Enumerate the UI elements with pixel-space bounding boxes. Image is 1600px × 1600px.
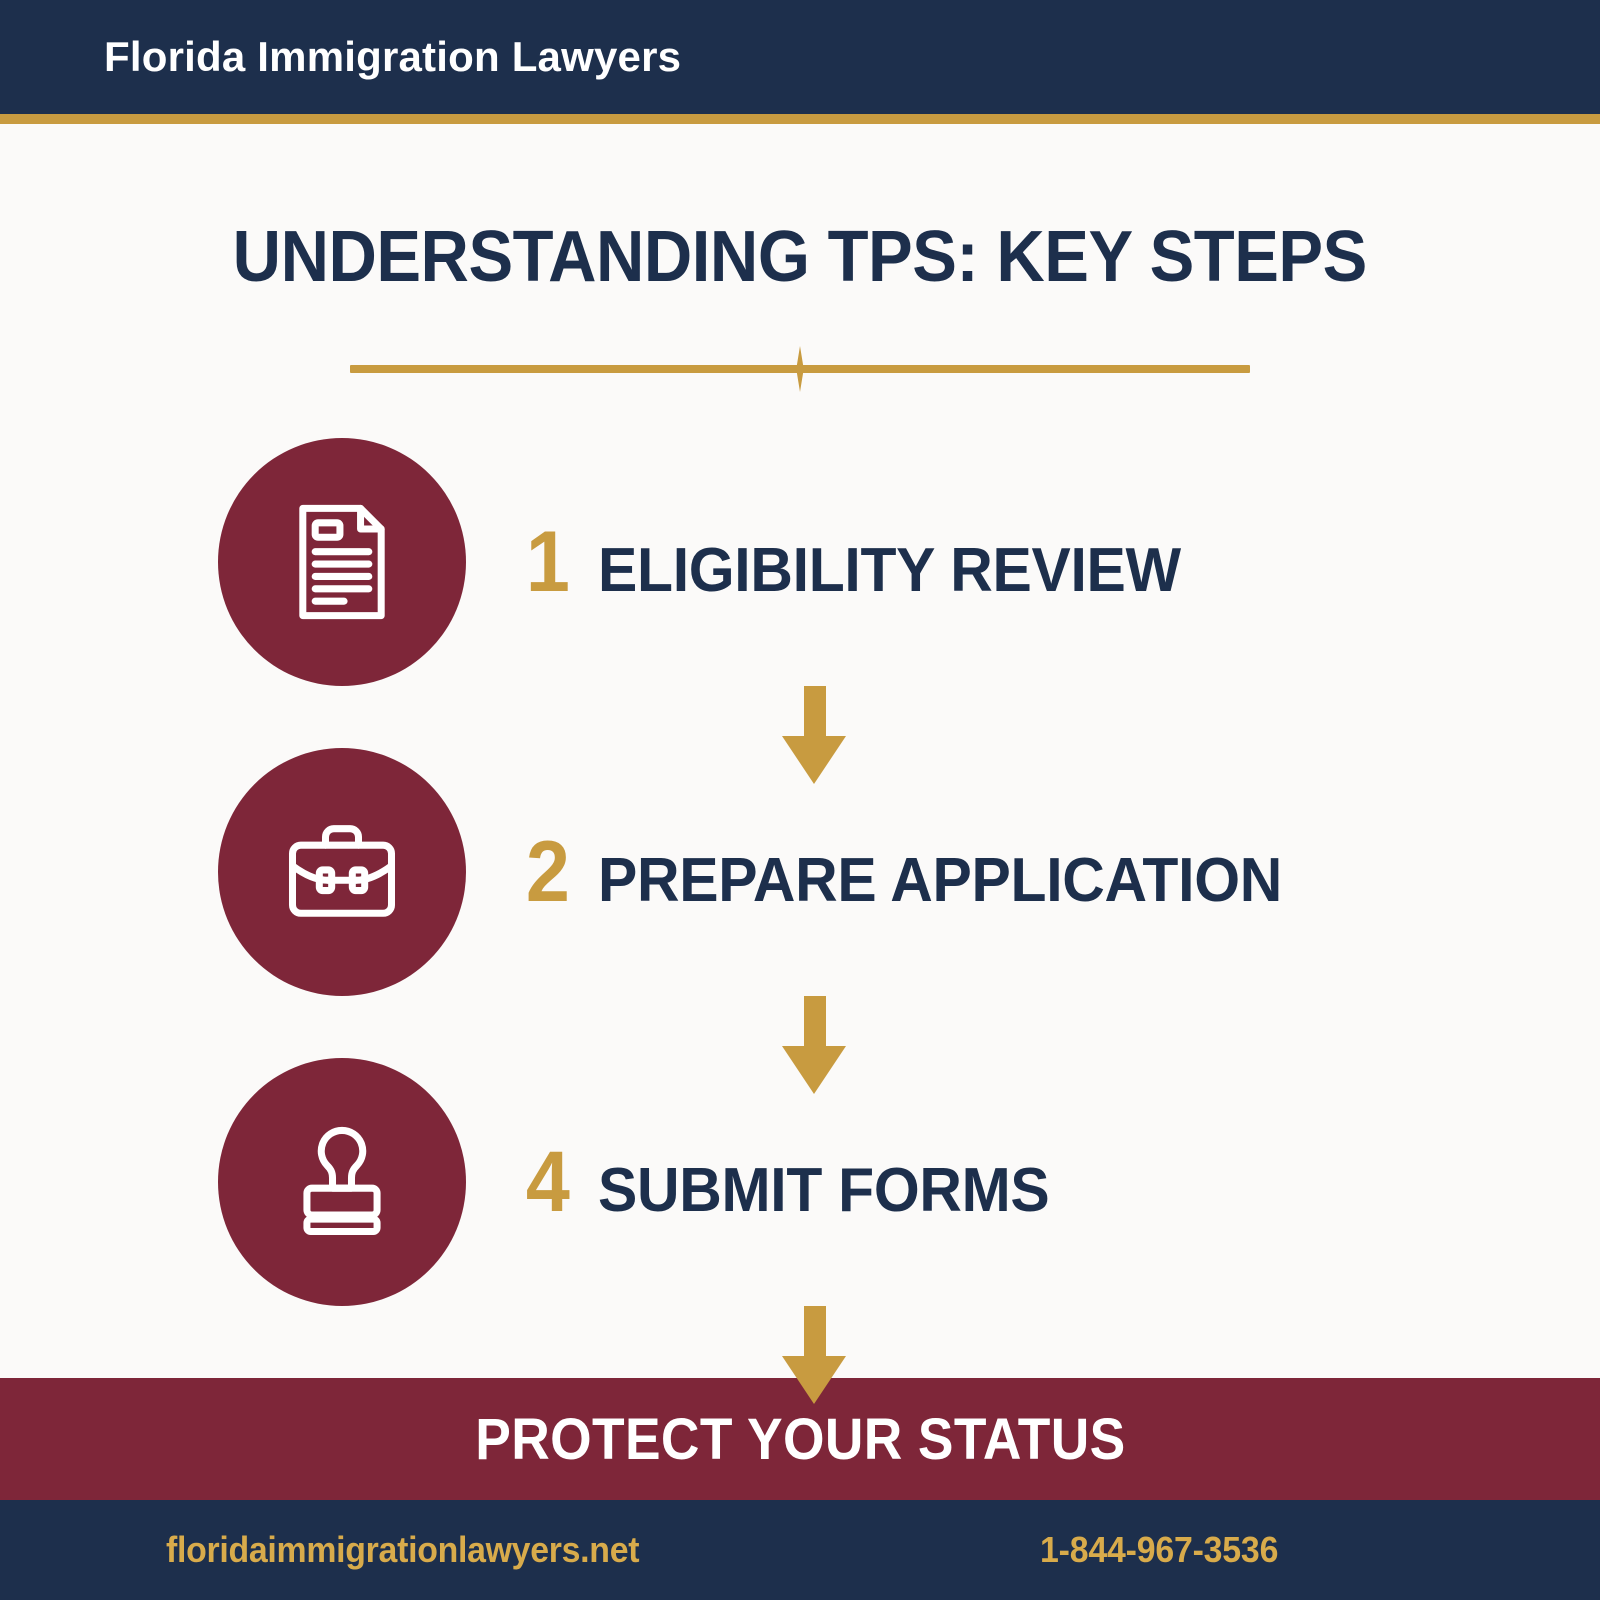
arrow-down-icon [782,686,846,786]
arrow-shaft [804,1306,826,1358]
step-number: 4 [525,1134,570,1230]
brand-header: Florida Immigration Lawyers [0,0,1600,114]
header-accent-rule [0,114,1600,124]
step-connector [218,1306,1600,1404]
title-divider [350,346,1250,392]
step-row: 2 PREPARE APPLICATION [218,748,1318,996]
page-title: UNDERSTANDING TPS: KEY STEPS [232,217,1368,297]
arrow-shaft [804,686,826,738]
step-number: 1 [525,514,570,610]
footer-phone[interactable]: 1-844-967-3536 [1040,1529,1279,1570]
document-icon [299,504,385,620]
step-text: 1 ELIGIBILITY REVIEW [524,519,1211,605]
main-content: UNDERSTANDING TPS: KEY STEPS [0,124,1600,1404]
step-icon-badge [218,748,466,996]
arrow-head [782,1046,846,1094]
step-icon-badge [218,1058,466,1306]
arrow-head [782,1356,846,1404]
step-row: 1 ELIGIBILITY REVIEW [218,438,1211,686]
footer-website[interactable]: floridaimmigrationlawyers.net [166,1529,640,1570]
steps-list: 1 ELIGIBILITY REVIEW [0,438,1600,1404]
step-label: SUBMIT FORMS [597,1156,1050,1225]
arrow-down-icon [782,996,846,1096]
step-icon-badge [218,438,466,686]
step-label: ELIGIBILITY REVIEW [597,536,1181,605]
step-text: 4 SUBMIT FORMS [524,1139,1073,1225]
step-number: 2 [525,824,570,920]
arrow-head [782,736,846,784]
diamond-divider-icon [777,346,823,392]
rubber-stamp-icon [303,1126,381,1236]
arrow-shaft [804,996,826,1048]
step-text: 2 PREPARE APPLICATION [524,829,1318,915]
step-connector [218,996,1600,1094]
briefcase-icon [288,825,396,917]
arrow-down-icon [782,1306,846,1406]
footer-bar: floridaimmigrationlawyers.net 1-844-967-… [0,1500,1600,1600]
cta-text: PROTECT YOUR STATUS [474,1406,1126,1472]
step-row: 4 SUBMIT FORMS [218,1058,1073,1306]
step-label: PREPARE APPLICATION [597,846,1282,915]
brand-title: Florida Immigration Lawyers [104,33,682,80]
step-connector [218,686,1600,784]
